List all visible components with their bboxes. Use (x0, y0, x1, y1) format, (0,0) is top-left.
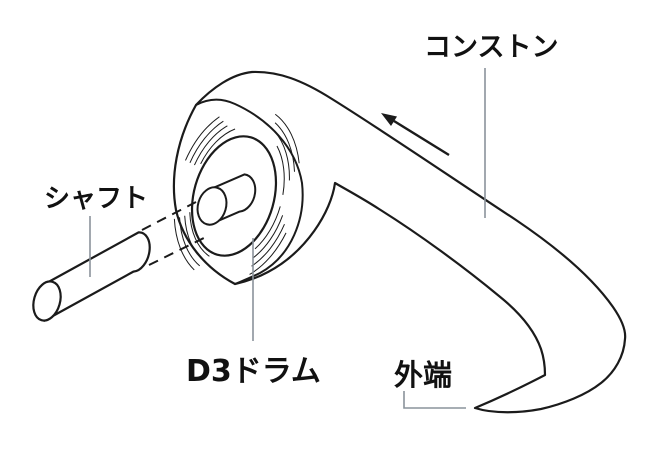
spring-label: コンストン (424, 32, 558, 63)
drum-label: D3ドラム (186, 354, 321, 389)
coil-front-rim-line (195, 98, 304, 285)
outer-end-label: 外端 (394, 358, 452, 392)
hub-front-face (196, 186, 228, 226)
spring-band-and-drum-silhouette (172, 70, 627, 414)
coil-arc-ring-1 (189, 126, 285, 262)
shaft-axis-dashed-guide-lower (148, 234, 211, 266)
shaft-axis-dashed-guide-upper (141, 201, 197, 231)
coil-layer-arcs (173, 105, 301, 283)
shaft-end-cap (32, 280, 62, 322)
direction-arrow-head (381, 113, 397, 126)
outer-end-leader-line (403, 391, 466, 409)
direction-arrow-icon (381, 113, 450, 157)
shaft-label: シャフト (44, 184, 148, 214)
shaft-graphic (32, 201, 211, 322)
direction-arrow-shaft (393, 119, 450, 157)
shaft-cylinder-body (43, 231, 151, 322)
